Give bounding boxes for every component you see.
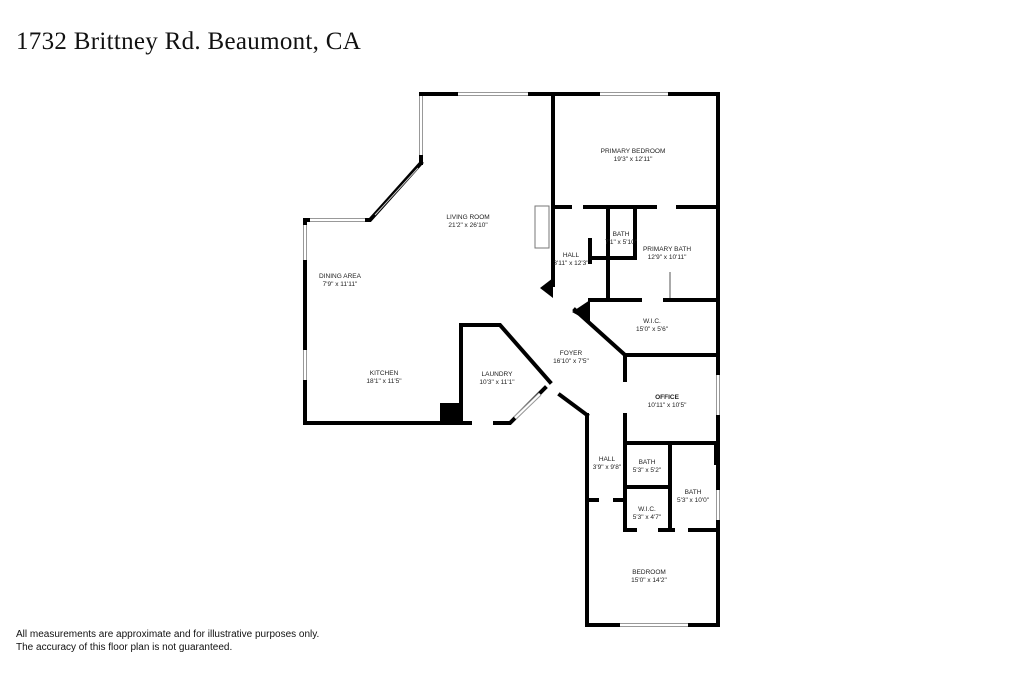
disclaimer-line: The accuracy of this floor plan is not g… xyxy=(16,642,233,653)
disclaimer: All measurements are approximate and for… xyxy=(16,628,319,654)
svg-text:BATH: BATH xyxy=(639,459,656,466)
svg-text:3'11" x 12'3": 3'11" x 12'3" xyxy=(553,260,589,267)
svg-text:21'2" x 26'10": 21'2" x 26'10" xyxy=(448,222,488,229)
svg-text:18'1" x 11'5": 18'1" x 11'5" xyxy=(366,378,402,385)
svg-text:3'9" x 9'8": 3'9" x 9'8" xyxy=(593,464,622,471)
svg-text:BATH: BATH xyxy=(685,489,702,496)
svg-text:16'10" x 7'5": 16'10" x 7'5" xyxy=(553,358,589,365)
svg-text:5'3" x 5'2": 5'3" x 5'2" xyxy=(633,467,662,474)
svg-text:HALL: HALL xyxy=(563,252,580,259)
fireplace-icon xyxy=(534,205,550,249)
svg-text:PRIMARY BEDROOM: PRIMARY BEDROOM xyxy=(601,148,666,155)
svg-text:FOYER: FOYER xyxy=(560,350,583,357)
svg-text:5'3" x 10'0": 5'3" x 10'0" xyxy=(677,497,710,504)
svg-text:LIVING ROOM: LIVING ROOM xyxy=(446,214,489,221)
windows xyxy=(303,92,720,627)
svg-text:DINING AREA: DINING AREA xyxy=(319,273,362,280)
svg-text:15'0" x 14'2": 15'0" x 14'2" xyxy=(631,577,667,584)
svg-text:5'3" x 4'7": 5'3" x 4'7" xyxy=(633,514,662,521)
svg-text:7'9" x 11'11": 7'9" x 11'11" xyxy=(323,281,358,288)
page-title: 1732 Brittney Rd. Beaumont, CA xyxy=(16,28,362,55)
svg-text:HALL: HALL xyxy=(599,456,616,463)
room-wic-primary: W.I.C.15'0" x 5'6" xyxy=(636,318,669,333)
svg-text:PRIMARY BATH: PRIMARY BATH xyxy=(643,246,691,253)
svg-text:W.I.C.: W.I.C. xyxy=(638,506,656,513)
svg-text:OFFICE: OFFICE xyxy=(655,394,679,401)
svg-text:LAUNDRY: LAUNDRY xyxy=(482,371,514,378)
svg-text:W.I.C.: W.I.C. xyxy=(643,318,661,325)
svg-text:10'3" x 11'1": 10'3" x 11'1" xyxy=(479,379,515,386)
svg-text:19'3" x 12'11": 19'3" x 12'11" xyxy=(614,156,653,163)
svg-text:10'11" x 10'5": 10'11" x 10'5" xyxy=(648,402,687,409)
kitchen-pantry-block xyxy=(440,403,462,423)
svg-text:BEDROOM: BEDROOM xyxy=(632,569,666,576)
room-wic-bedroom: W.I.C.5'3" x 4'7" xyxy=(633,506,662,521)
svg-text:7'1" x 5'10": 7'1" x 5'10" xyxy=(605,239,638,246)
walls xyxy=(303,92,720,627)
svg-text:KITCHEN: KITCHEN xyxy=(370,370,399,377)
disclaimer-line: All measurements are approximate and for… xyxy=(16,629,320,640)
svg-text:12'9" x 10'11": 12'9" x 10'11" xyxy=(648,254,687,261)
svg-text:15'0" x 5'6": 15'0" x 5'6" xyxy=(636,326,669,333)
svg-text:BATH: BATH xyxy=(613,231,630,238)
